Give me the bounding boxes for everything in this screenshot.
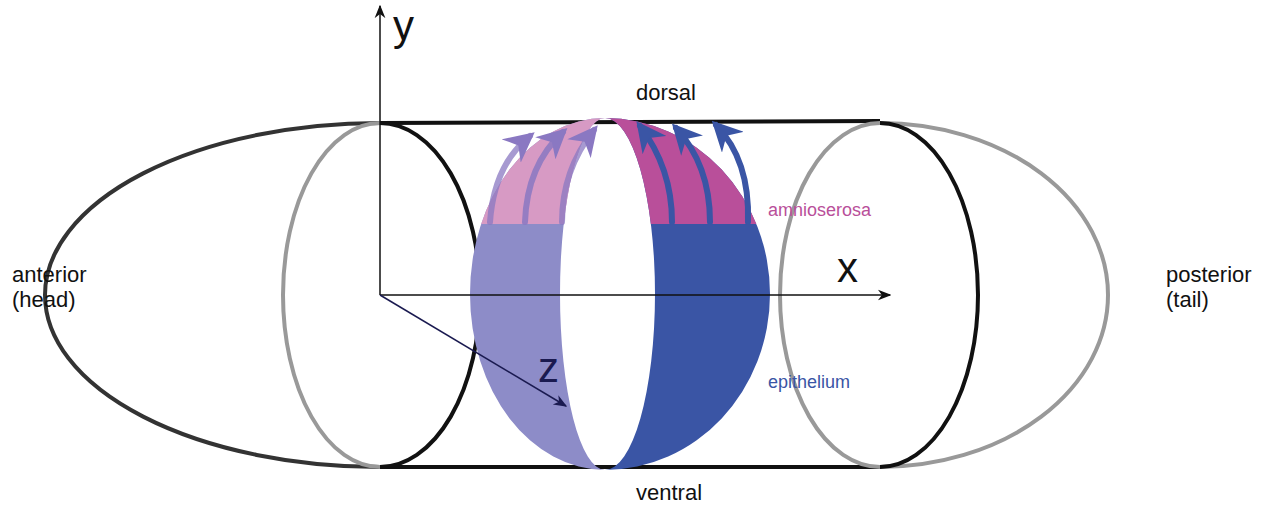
movement-arrow [716,125,748,222]
y-axis [379,6,381,295]
axes [380,6,890,406]
movement-arrow [640,126,672,222]
pole-label: anterior (head) [12,262,112,313]
axis-label: x [837,244,858,292]
pole-label: posterior (tail) [1166,262,1266,313]
movement-arrow [562,130,594,222]
z-axis [380,295,566,406]
region-label: dorsal [636,80,696,105]
tissue-label: amnioserosa [768,200,871,221]
movement-arrow [676,128,710,222]
closure-arrows [490,125,748,222]
amnioserosa-band [605,118,770,224]
tissue-band [470,118,770,470]
axis-label: y [393,2,414,50]
ring-back [283,123,380,467]
posterior-cap [880,123,1108,467]
amnioserosa-band [470,118,605,224]
region-label: ventral [636,480,702,505]
embryo-outline [45,121,1108,467]
anterior-cap [45,123,380,467]
tissue-label: epithelium [768,372,850,393]
x-axis [380,294,890,296]
epithelium-band [605,118,770,470]
ring-front [880,123,978,467]
movement-arrow [525,132,563,222]
axis-label: z [538,344,559,392]
epithelium-band [470,118,605,470]
